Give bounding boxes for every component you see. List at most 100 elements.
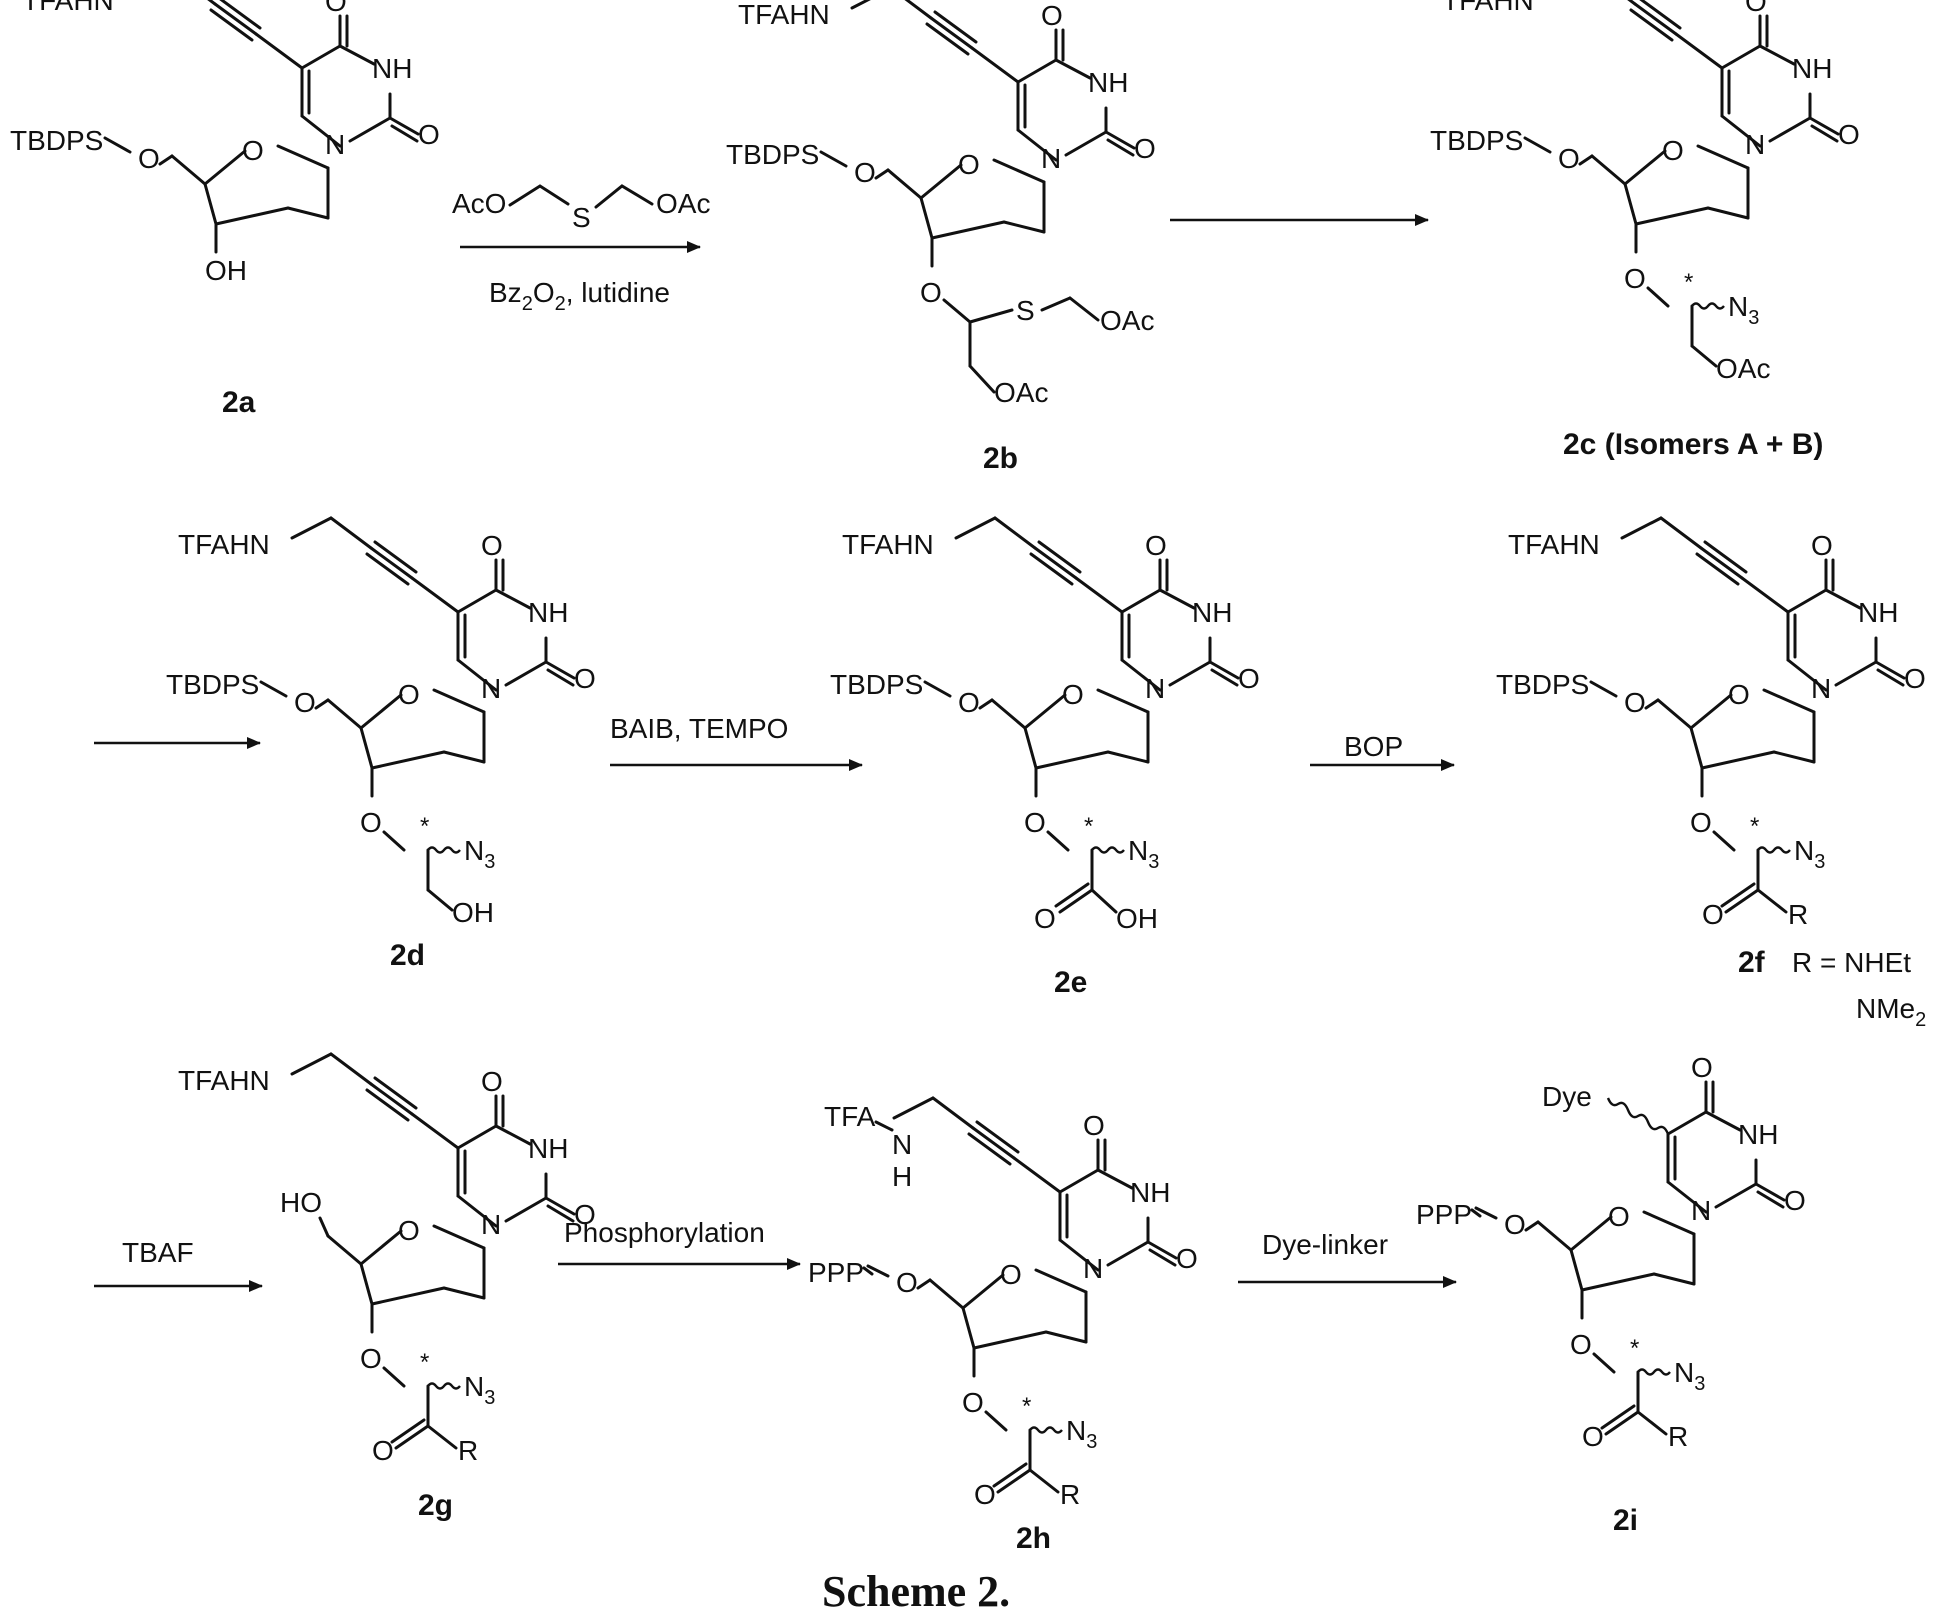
atom-o2: O	[1134, 133, 1156, 164]
atom-tbdps: TBDPS	[1496, 669, 1589, 700]
atom-ppp: PPP	[1416, 1199, 1472, 1230]
reagent-bz2o2-lutidine: Bz2O2, lutidine	[489, 277, 670, 315]
atom-carbonyl-o: O	[1582, 1421, 1604, 1452]
atom-n1: N	[481, 673, 501, 704]
atom-o4: O	[481, 1066, 503, 1097]
atom-3-oh: OH	[205, 255, 247, 286]
r-nme2: NMe2	[1856, 993, 1926, 1031]
atom-n1: N	[1083, 1253, 1103, 1284]
compound-2b: N O NH O TFAHN O O TBDPS O S OAc OAc	[726, 0, 1156, 408]
atom-n1: N	[325, 129, 345, 160]
reagent-thioether: AcO S OAc	[452, 186, 710, 233]
atom-ring-o: O	[398, 679, 420, 710]
stereo-star: *	[420, 1349, 429, 1376]
atom-ring-o: O	[1728, 679, 1750, 710]
atom-oac-2: OAc	[994, 377, 1048, 408]
atom-tfahn: TFAHN	[178, 1065, 270, 1096]
atom-o2: O	[1904, 663, 1926, 694]
compound-2c: N O NH O TFAHN O O TBDPS O * N3 OAc	[1430, 0, 1860, 384]
atom-tbdps: TBDPS	[10, 125, 103, 156]
arrow-step-4: BAIB, TEMPO	[610, 713, 862, 765]
atom-carbonyl-o: O	[372, 1435, 394, 1466]
atom-n3h: NH	[1792, 53, 1832, 84]
atom-n3h: NH	[1130, 1177, 1170, 1208]
atom-n3-azide: N3	[1066, 1415, 1097, 1453]
atom-ring-o: O	[1062, 679, 1084, 710]
atom-tbdps: TBDPS	[830, 669, 923, 700]
atom-acid-oh: OH	[1116, 903, 1158, 934]
compound-2a: N O NH O TFAHN O O TBDPS OH	[10, 0, 440, 286]
atom-tfahn: TFAHN	[738, 0, 830, 30]
atom-r: R	[1788, 899, 1808, 930]
atom-r: R	[458, 1435, 478, 1466]
atom-n3-azide: N3	[1728, 291, 1759, 329]
atom-tfahn: TFAHN	[1508, 529, 1600, 560]
reagent-baib-tempo: BAIB, TEMPO	[610, 713, 788, 744]
atom-tfahn: TFAHN	[842, 529, 934, 560]
atom-tbdps: TBDPS	[1430, 125, 1523, 156]
atom-dye: Dye	[1542, 1081, 1592, 1112]
atom-o2: O	[1176, 1243, 1198, 1274]
arrow-step-8: Dye-linker	[1238, 1229, 1456, 1282]
atom-3-o: O	[1024, 807, 1046, 838]
atom-3-o: O	[360, 1343, 382, 1374]
compound-2f: N O NH O TFAHN O O TBDPS O * N3 O R	[1496, 518, 1926, 930]
compound-2d: N O NH O TFAHN O O TBDPS O * N3 OH	[166, 518, 596, 928]
atom-o5: O	[1558, 143, 1580, 174]
label-2d: 2d	[390, 939, 425, 972]
atom-n1: N	[481, 1209, 501, 1240]
atom-5-ho: HO	[280, 1187, 322, 1218]
arrow-step-6: TBAF	[94, 1237, 262, 1286]
atom-tbdps: TBDPS	[166, 669, 259, 700]
reagent-phosphorylation: Phosphorylation	[564, 1217, 765, 1248]
atom-tfahn: TFAHN	[178, 529, 270, 560]
stereo-star: *	[1684, 269, 1693, 296]
atom-o2: O	[1784, 1185, 1806, 1216]
atom-oac: OAc	[1716, 353, 1770, 384]
atom-n3-azide: N3	[1128, 835, 1159, 873]
atom-tfahn: TFAHN	[22, 0, 114, 16]
stereo-star: *	[1022, 1393, 1031, 1420]
atom-ring-o: O	[958, 149, 980, 180]
atom-o5: O	[958, 687, 980, 718]
atom-o4: O	[1083, 1110, 1105, 1141]
label-2c: 2c (Isomers A + B)	[1563, 428, 1823, 461]
label-2g: 2g	[418, 1489, 453, 1522]
atom-o4: O	[1145, 530, 1167, 561]
reagent-dye-linker: Dye-linker	[1262, 1229, 1388, 1260]
compound-2e: N O NH O TFAHN O O TBDPS O * N3 O OH	[830, 518, 1260, 934]
atom-n1: N	[1691, 1195, 1711, 1226]
atom-o5: O	[294, 687, 316, 718]
atom-amide-h: H	[892, 1161, 912, 1192]
atom-ring-o: O	[1000, 1259, 1022, 1290]
compound-2i: N O NH O Dye O O PPP O * N3 O R	[1416, 1052, 1806, 1452]
atom-n3h: NH	[1192, 597, 1232, 628]
label-2h: 2h	[1016, 1522, 1051, 1555]
atom-oh: OH	[452, 897, 494, 928]
atom-tfahn: TFAHN	[1442, 0, 1534, 16]
atom-tbdps: TBDPS	[726, 139, 819, 170]
atom-o2: O	[1238, 663, 1260, 694]
atom-o4: O	[1811, 530, 1833, 561]
atom-o5: O	[1624, 687, 1646, 718]
atom-n3h: NH	[528, 1133, 568, 1164]
atom-amide-n: N	[892, 1129, 912, 1160]
atom-o5: O	[138, 143, 160, 174]
compound-2g: N O NH O TFAHN O HO O * N3 O R	[178, 1054, 596, 1466]
reagent-bop: BOP	[1344, 731, 1403, 762]
atom-n3-azide: N3	[464, 1371, 495, 1409]
atom-3-o: O	[1624, 263, 1646, 294]
atom-n3h: NH	[528, 597, 568, 628]
atom-carbonyl-o: O	[1034, 903, 1056, 934]
atom-s: S	[1016, 295, 1035, 326]
atom-o2: O	[418, 119, 440, 150]
atom-3-o: O	[1690, 807, 1712, 838]
atom-o4: O	[1041, 0, 1063, 31]
label-2e: 2e	[1054, 966, 1087, 999]
reagent-oac: OAc	[656, 188, 710, 219]
atom-o4: O	[1691, 1052, 1713, 1083]
reagent-tbaf: TBAF	[122, 1237, 194, 1268]
arrow-step-5: BOP	[1310, 731, 1454, 765]
stereo-star: *	[1750, 813, 1759, 840]
